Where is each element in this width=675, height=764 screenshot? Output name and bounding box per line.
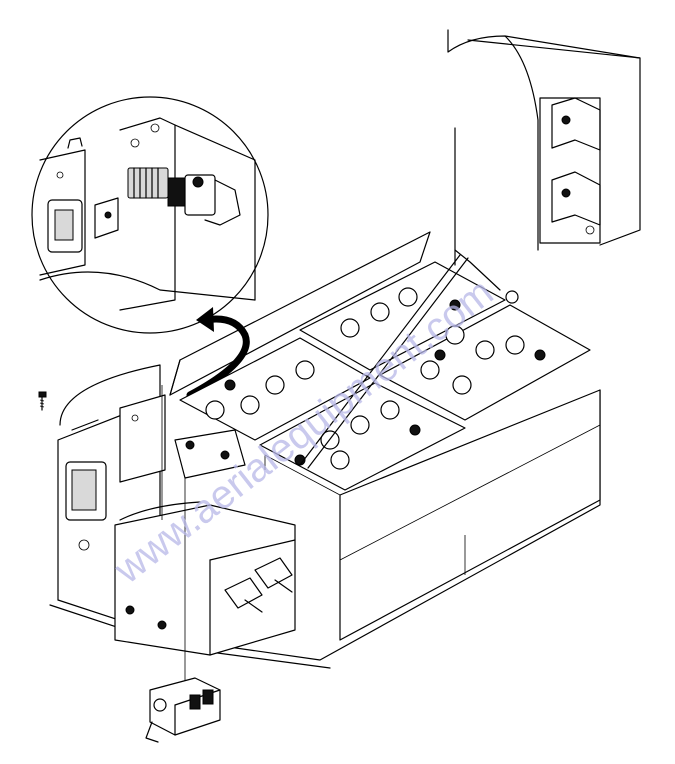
screw-icon [38, 391, 47, 411]
detail-callout-circle [31, 96, 269, 334]
callout-arrow-icon [186, 307, 250, 399]
battery-terminals [224, 299, 546, 466]
controller-box [114, 501, 296, 656]
panel-bracket [119, 385, 246, 700]
frame-upper-right [447, 29, 641, 266]
battery-caps [205, 287, 525, 470]
battery-connector-icon [145, 677, 221, 743]
battery-pack [179, 249, 601, 641]
